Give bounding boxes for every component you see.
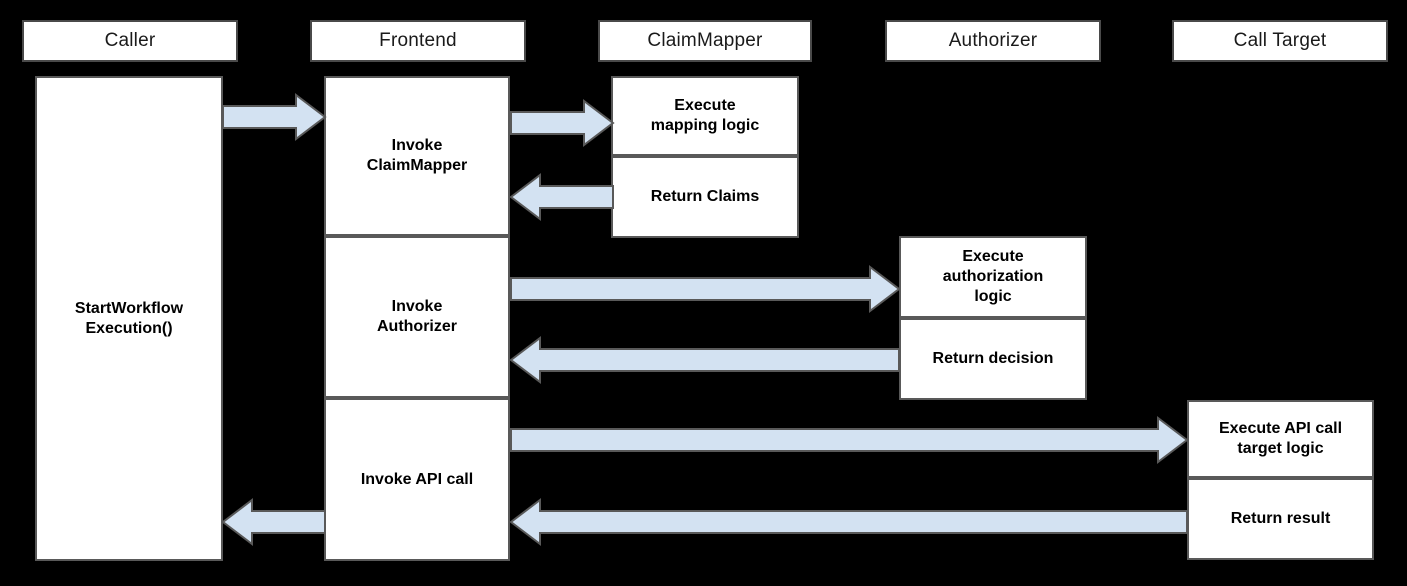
arrow-left-glyph-icon: [509, 335, 900, 385]
step-box-frontend-invoke-api-call-label: Invoke API call: [360, 470, 474, 488]
lifeline-header-frontend[interactable]: Frontend: [310, 20, 526, 62]
message-arrow-frontend-to-calltarget[interactable]: [510, 415, 1189, 465]
lifeline-header-claimmapper-label: ClaimMapper: [647, 29, 763, 51]
arrow-right-glyph-icon: [222, 92, 327, 142]
arrow-right-glyph-icon: [510, 415, 1189, 465]
step-box-authorizer-return-decision[interactable]: Return decision: [899, 318, 1087, 400]
message-arrow-frontend-to-authorizer[interactable]: [510, 264, 901, 314]
step-box-authorizer-execute-authorization-logic[interactable]: Execute authorization logic: [899, 236, 1087, 318]
arrow-right-glyph-icon: [510, 98, 615, 148]
lifeline-header-caller[interactable]: Caller: [22, 20, 238, 62]
step-box-caller-startworkflow[interactable]: StartWorkflow Execution(): [35, 76, 223, 561]
step-box-frontend-invoke-authorizer-label: Invoke Authorizer: [377, 298, 457, 335]
step-box-claimmapper-execute-mapping-logic-label: Execute mapping logic: [650, 97, 760, 134]
message-arrow-frontend-to-claimmapper[interactable]: [510, 98, 615, 148]
step-box-claimmapper-return-claims-label: Return Claims: [650, 188, 760, 205]
step-box-calltarget-execute-api-call-target-logic-label: Execute API call target logic: [1218, 420, 1343, 457]
message-arrow-claimmapper-to-frontend[interactable]: [509, 172, 614, 222]
lifeline-header-claimmapper[interactable]: ClaimMapper: [598, 20, 812, 62]
step-box-claimmapper-execute-mapping-logic[interactable]: Execute mapping logic: [611, 76, 799, 156]
step-box-frontend-invoke-claimmapper-label: Invoke ClaimMapper: [366, 137, 468, 174]
lifeline-header-authorizer-label: Authorizer: [948, 29, 1038, 51]
message-arrow-frontend-to-caller[interactable]: [221, 497, 326, 547]
message-arrow-caller-to-frontend[interactable]: [222, 92, 327, 142]
step-box-caller-startworkflow-label: StartWorkflow Execution(): [74, 299, 184, 337]
arrow-left-glyph-icon: [509, 497, 1188, 547]
step-box-frontend-invoke-api-call[interactable]: Invoke API call: [324, 398, 510, 561]
step-box-authorizer-return-decision-label: Return decision: [932, 350, 1054, 367]
lifeline-header-caller-label: Caller: [104, 29, 156, 51]
step-box-authorizer-execute-authorization-logic-label: Execute authorization logic: [942, 248, 1044, 305]
arrow-right-glyph-icon: [510, 264, 901, 314]
step-box-calltarget-return-result-label: Return result: [1230, 510, 1331, 527]
lifeline-header-calltarget-label: Call Target: [1233, 29, 1327, 51]
lifeline-header-calltarget[interactable]: Call Target: [1172, 20, 1388, 62]
step-box-calltarget-execute-api-call-target-logic[interactable]: Execute API call target logic: [1187, 400, 1374, 478]
arrow-left-glyph-icon: [221, 497, 326, 547]
lifeline-header-authorizer[interactable]: Authorizer: [885, 20, 1101, 62]
arrow-left-glyph-icon: [509, 172, 614, 222]
lifeline-header-frontend-label: Frontend: [379, 29, 457, 51]
message-arrow-authorizer-to-frontend[interactable]: [509, 335, 900, 385]
message-arrow-calltarget-to-frontend[interactable]: [509, 497, 1188, 547]
step-box-frontend-invoke-claimmapper[interactable]: Invoke ClaimMapper: [324, 76, 510, 236]
step-box-claimmapper-return-claims[interactable]: Return Claims: [611, 156, 799, 238]
step-box-frontend-invoke-authorizer[interactable]: Invoke Authorizer: [324, 236, 510, 398]
step-box-calltarget-return-result[interactable]: Return result: [1187, 478, 1374, 560]
